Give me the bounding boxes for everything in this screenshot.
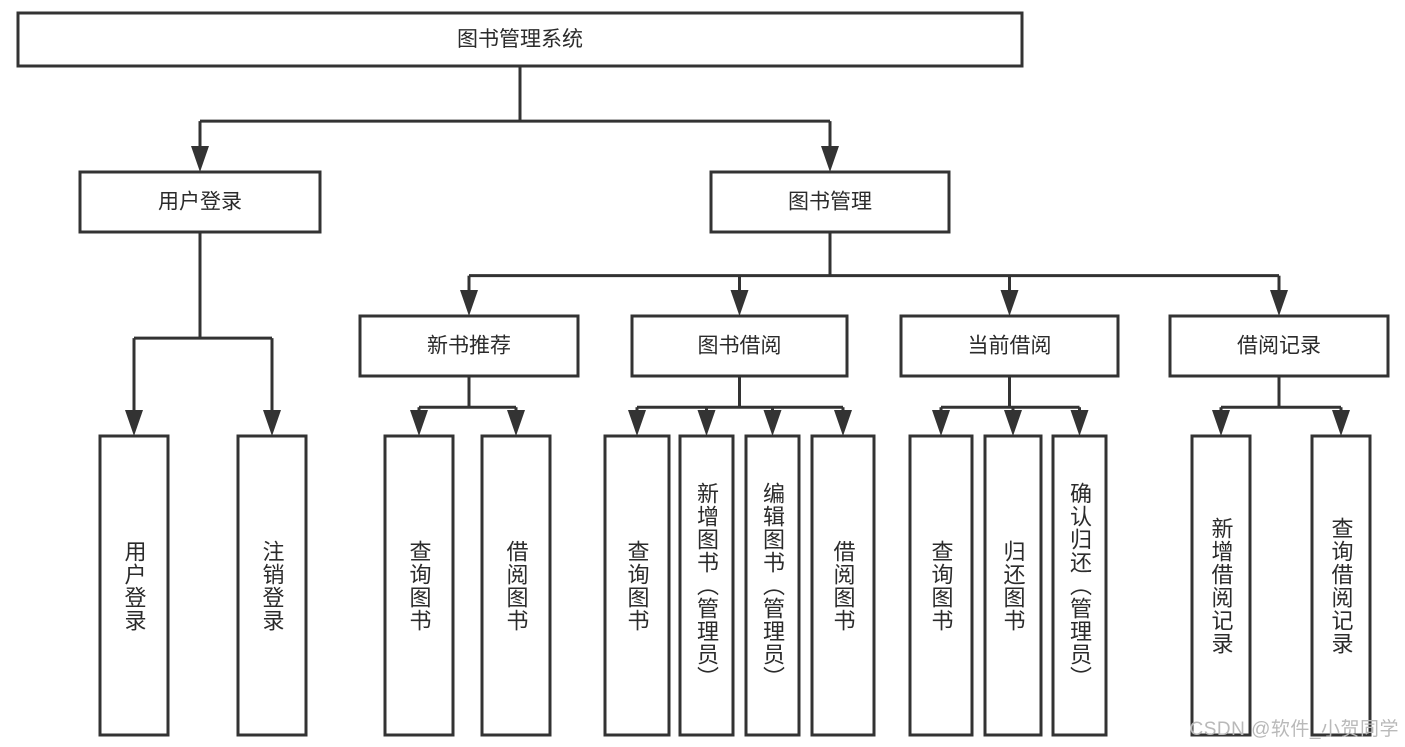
node-box-leaf-query-book-1[interactable] xyxy=(383,434,455,737)
connectors-layer xyxy=(125,66,1350,436)
arrow-head-icon xyxy=(730,290,749,316)
node-box-book-manage[interactable] xyxy=(709,170,951,234)
arrow-head-icon xyxy=(932,410,950,436)
node-box-leaf-query-book-3[interactable] xyxy=(908,434,974,737)
arrow-head-icon xyxy=(263,410,281,436)
node-box-leaf-edit-book[interactable] xyxy=(744,434,801,737)
node-box-leaf-add-record[interactable] xyxy=(1190,434,1252,737)
boxes-layer xyxy=(16,11,1390,737)
arrow-head-icon xyxy=(1212,410,1230,436)
arrow-head-icon xyxy=(1270,290,1288,316)
node-box-leaf-user-login[interactable] xyxy=(98,434,170,737)
node-label-book-borrow: 图书借阅 xyxy=(698,335,782,358)
arrow-head-icon xyxy=(1332,410,1350,436)
node-box-leaf-borrow-book-1[interactable] xyxy=(480,434,552,737)
node-box-leaf-logout[interactable] xyxy=(236,434,308,737)
arrow-head-icon xyxy=(191,146,209,172)
node-box-leaf-return-book[interactable] xyxy=(983,434,1043,737)
node-box-leaf-query-book-2[interactable] xyxy=(603,434,671,737)
arrow-head-icon xyxy=(834,410,852,436)
node-box-book-borrow[interactable] xyxy=(630,314,849,378)
arrow-head-icon xyxy=(697,410,716,436)
node-box-user-login[interactable] xyxy=(78,170,322,234)
node-box-new-book-rec[interactable] xyxy=(358,314,580,378)
node-box-leaf-confirm-return[interactable] xyxy=(1051,434,1108,737)
node-label-new-book-rec: 新书推荐 xyxy=(427,335,511,358)
arrow-head-icon xyxy=(125,410,143,436)
node-box-borrow-record[interactable] xyxy=(1168,314,1390,378)
watermark-text: CSDN @软件_小贺同学 xyxy=(1189,719,1399,740)
node-box-root[interactable] xyxy=(16,11,1024,68)
arrow-head-icon xyxy=(410,410,428,436)
node-label-borrow-record: 借阅记录 xyxy=(1237,335,1321,358)
node-label-book-manage: 图书管理 xyxy=(788,191,872,214)
arrow-head-icon xyxy=(821,146,839,172)
arrow-head-icon xyxy=(1004,410,1022,436)
arrow-head-icon xyxy=(507,410,525,436)
node-box-leaf-query-record[interactable] xyxy=(1310,434,1372,737)
node-box-current-borrow[interactable] xyxy=(899,314,1120,378)
arrow-head-icon xyxy=(460,290,478,316)
node-label-root: 图书管理系统 xyxy=(457,28,583,51)
arrow-head-icon xyxy=(1070,410,1089,436)
node-label-user-login: 用户登录 xyxy=(158,191,242,214)
node-label-current-borrow: 当前借阅 xyxy=(968,335,1052,358)
arrow-head-icon xyxy=(628,410,646,436)
node-box-leaf-borrow-book-2[interactable] xyxy=(810,434,876,737)
arrow-head-icon xyxy=(1000,290,1019,316)
arrow-head-icon xyxy=(763,410,782,436)
node-box-leaf-add-book[interactable] xyxy=(678,434,735,737)
